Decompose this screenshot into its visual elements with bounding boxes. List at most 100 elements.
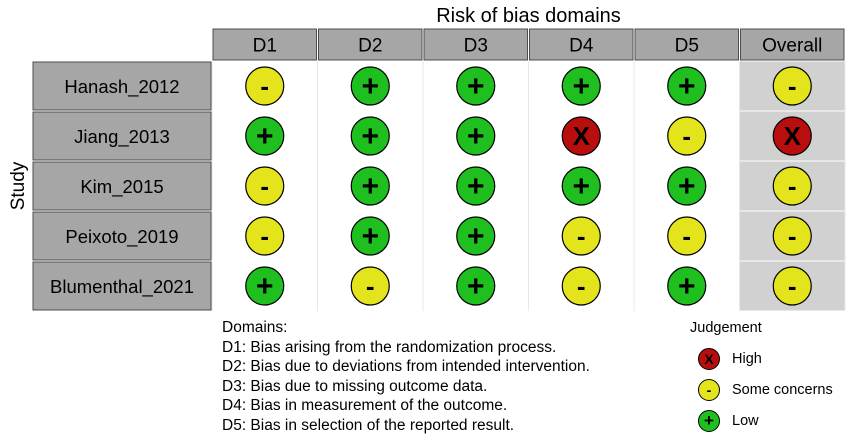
study-label: Jiang_2013 xyxy=(74,126,170,148)
judgement-circle xyxy=(667,216,707,256)
column-header-label: D1 xyxy=(253,36,277,57)
judgement-circle xyxy=(245,66,285,106)
judgement-legend-label: Some concerns xyxy=(732,382,833,398)
judgement-dot-low: + xyxy=(350,66,390,106)
judgement-symbol: - xyxy=(366,271,375,301)
judgement-circle xyxy=(350,66,390,106)
judgement-legend-title: Judgement xyxy=(690,320,762,336)
domain-description-d4: D4: Bias in measurement of the outcome. xyxy=(222,397,508,414)
column-header-label: D4 xyxy=(569,36,594,57)
domain-description-d1: D1: Bias arising from the randomization … xyxy=(222,338,557,356)
column-header-cell xyxy=(740,28,845,61)
column-header-label: D3 xyxy=(464,36,488,57)
judgement-circle xyxy=(456,266,496,306)
y-axis-label: Study xyxy=(8,161,29,210)
judgement-dot-some: - xyxy=(772,266,812,306)
domains-legend: Domains: D1: Bias arising from the rando… xyxy=(222,318,590,435)
judgement-dot-some: - xyxy=(245,216,285,256)
judgement-circle xyxy=(350,216,390,256)
domain-description-d3: D3: Bias due to missing outcome data. xyxy=(222,377,488,395)
judgement-symbol: - xyxy=(260,71,269,101)
judgement-legend: Judgement X High - Some concerns + Low xyxy=(690,318,850,438)
judgement-symbol: - xyxy=(260,221,269,251)
judgement-circle xyxy=(350,266,390,306)
judgement-symbol: + xyxy=(572,70,590,103)
judgement-dot-low: + xyxy=(561,66,601,106)
judgement-circle xyxy=(245,116,285,156)
some-concerns-icon: - xyxy=(698,379,720,401)
judgement-circle xyxy=(667,266,707,306)
judgement-symbol: - xyxy=(577,221,586,251)
judgement-circle xyxy=(561,216,601,256)
judgement-symbol: - xyxy=(682,121,691,151)
judgement-dot-some: - xyxy=(245,66,285,106)
column-header-cell xyxy=(423,28,528,61)
judgement-symbol: + xyxy=(467,170,485,203)
judgement-symbol: X xyxy=(573,121,591,151)
column-header-cell xyxy=(212,28,317,61)
judgement-circle xyxy=(245,166,285,206)
judgement-symbol: + xyxy=(256,270,274,303)
study-label-cell xyxy=(32,111,212,161)
judgement-circle xyxy=(772,216,812,256)
domain-description-d2: D2: Bias due to deviations from intended… xyxy=(222,358,590,375)
judgement-dot-low: + xyxy=(350,116,390,156)
judgement-circle xyxy=(350,116,390,156)
judgement-symbol: - xyxy=(577,271,586,301)
judgement-dot-some: - xyxy=(561,216,601,256)
judgement-dot-low: + xyxy=(350,166,390,206)
judgement-circle xyxy=(667,116,707,156)
judgement-dot-some: - xyxy=(772,66,812,106)
study-label-cell xyxy=(32,261,212,311)
judgement-circle xyxy=(456,166,496,206)
judgement-circle xyxy=(245,216,285,256)
judgement-legend-label: High xyxy=(732,351,762,367)
chart-title: Risk of bias domains xyxy=(436,5,621,27)
judgement-symbol: + xyxy=(467,220,485,253)
judgement-symbol: + xyxy=(678,270,696,303)
judgement-symbol: - xyxy=(788,271,797,301)
judgement-dot-low: + xyxy=(245,266,285,306)
study-label: Blumenthal_2021 xyxy=(50,276,194,298)
judgement-dot-low: + xyxy=(667,266,707,306)
judgement-symbol: + xyxy=(678,70,696,103)
judgement-dot-low: + xyxy=(456,166,496,206)
judgement-dot-low: + xyxy=(350,216,390,256)
column-header-cell xyxy=(318,28,423,61)
study-label-cell xyxy=(32,61,212,111)
judgement-dot-low: + xyxy=(245,116,285,156)
judgement-legend-item-some: - Some concerns xyxy=(698,379,848,403)
study-label: Hanash_2012 xyxy=(64,76,179,98)
judgement-dot-some: - xyxy=(561,266,601,306)
judgement-dot-some: - xyxy=(772,216,812,256)
judgement-circle xyxy=(561,266,601,306)
judgement-symbol: - xyxy=(788,71,797,101)
judgement-circle xyxy=(561,166,601,206)
judgement-dot-high: X xyxy=(772,116,812,156)
judgement-symbol: + xyxy=(361,120,379,153)
judgement-symbol: + xyxy=(467,270,485,303)
judgement-dot-some: - xyxy=(667,216,707,256)
study-label-cell xyxy=(32,161,212,211)
judgement-legend-item-high: X High xyxy=(698,348,848,372)
judgement-circle xyxy=(772,116,812,156)
judgement-dot-high: X xyxy=(561,116,601,156)
judgement-symbol: + xyxy=(361,170,379,203)
judgement-symbol: X xyxy=(784,121,802,151)
judgement-symbol: + xyxy=(467,70,485,103)
judgement-circle xyxy=(456,66,496,106)
judgement-symbol: + xyxy=(361,70,379,103)
judgement-circle xyxy=(667,166,707,206)
judgement-symbol: - xyxy=(260,171,269,201)
judgement-legend-item-low: + Low xyxy=(698,410,848,434)
judgement-symbol: + xyxy=(678,170,696,203)
judgement-dot-low: + xyxy=(456,116,496,156)
judgement-circle xyxy=(772,66,812,106)
judgement-symbol: + xyxy=(361,220,379,253)
judgement-dot-some: - xyxy=(772,166,812,206)
judgement-circle xyxy=(456,216,496,256)
judgement-symbol: + xyxy=(572,170,590,203)
column-header-label: D5 xyxy=(675,36,699,57)
judgement-dot-some: - xyxy=(350,266,390,306)
